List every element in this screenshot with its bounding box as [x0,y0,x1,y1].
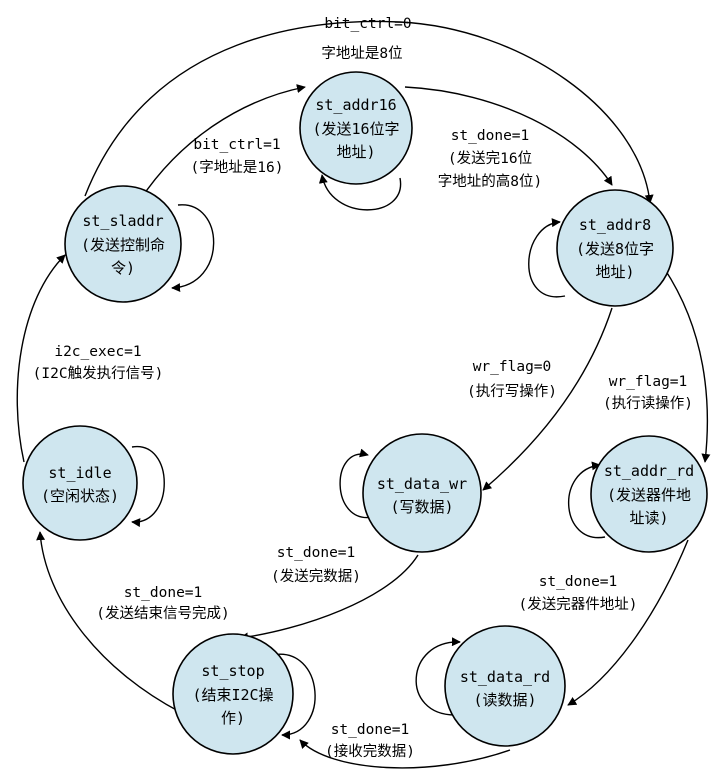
transition-condition: st_done=1 [124,585,203,601]
edge-sladdr-to-addr8 [84,20,654,204]
state-st-idle: st_idle (空闲状态) [22,425,138,541]
transition-note: (发送完器件地址) [519,596,638,613]
state-name: st_stop [201,662,264,680]
state-st-addr8: st_addr8 (发送8位字 地址) [556,189,674,307]
edge-addr8-to-data-wr [482,307,613,491]
transition-note: (执行读操作) [603,395,693,412]
transition-condition: st_done=1 [451,128,530,144]
state-desc: (空闲状态) [41,487,119,505]
state-name: st_addr16 [315,96,396,114]
state-name: st_data_wr [377,475,467,493]
state-name: st_sladdr [82,212,163,230]
edge-data-rd-to-stop [299,739,511,769]
transition-note: (发送完16位 [448,150,532,167]
self-loop-stop [271,653,316,740]
edge-idle-to-sladdr [16,254,66,463]
transition-note: (发送结束信号完成) [96,605,229,622]
transition-condition: bit_ctrl=0 [324,16,411,32]
state-st-stop: st_stop (结束I2C操 作) [172,633,294,755]
transition-condition: wr_flag=1 [609,374,688,390]
self-loop-addr-rd [567,461,606,539]
transition-note: (字地址是16) [191,159,284,176]
transition-note: (执行写操作) [467,383,557,400]
self-loop-data-wr [339,448,374,519]
state-st-addr16: st_addr16 (发送16位字 地址) [299,71,413,185]
state-st-data-wr: st_data_wr (写数据) [362,433,482,553]
edge-stop-to-idle [36,531,181,713]
state-desc: 令) [111,259,135,277]
self-loop-idle [131,446,165,528]
state-desc: (读数据) [473,691,536,709]
edge-data-wr-to-stop [239,554,419,642]
transition-condition: i2c_exec=1 [54,344,141,360]
transition-condition: bit_ctrl=1 [193,137,280,153]
self-loop-data-rd [415,637,461,716]
state-name: st_data_rd [460,668,550,686]
transition-note: (发送完数据) [271,568,361,585]
state-desc: 址读) [629,509,668,527]
state-st-data-rd: st_data_rd (读数据) [444,625,566,747]
transition-condition: st_done=1 [331,722,410,738]
state-desc: (发送16位字 [312,120,399,138]
self-loop-sladdr [171,204,215,293]
state-desc: (发送控制命 [81,236,165,254]
self-loop-addr8 [528,218,566,298]
state-desc: (结束I2C操 [192,686,273,704]
edge-sladdr-to-addr16 [139,84,306,201]
state-desc: 地址) [595,263,634,281]
state-st-addr-rd: st_addr_rd (发送器件地 址读) [590,435,708,553]
transition-note: 字地址的高8位) [438,173,542,190]
state-name: st_idle [48,464,111,482]
state-name: st_addr_rd [604,462,694,480]
transition-condition: wr_flag=0 [473,359,552,375]
state-desc: (发送器件地 [607,486,691,504]
transition-condition: st_done=1 [539,574,618,590]
state-desc: 作) [221,709,245,727]
state-st-sladdr: st_sladdr (发送控制命 令) [64,185,182,303]
state-desc: 地址) [336,143,375,161]
edge-addr8-to-addr-rd [663,267,711,463]
transition-note: (接收完数据) [325,743,415,760]
transition-note: (I2C触发执行信号) [33,365,164,382]
state-desc: (写数据) [390,498,453,516]
state-desc: (发送8位字 [576,240,654,258]
transition-condition: st_done=1 [277,545,356,561]
self-loop-addr16 [318,174,402,211]
transition-note: 字地址是8位 [321,45,402,62]
state-name: st_addr8 [579,216,651,234]
edge-addr-rd-to-data-rd [567,539,689,706]
edge-addr16-to-addr8 [404,86,613,186]
